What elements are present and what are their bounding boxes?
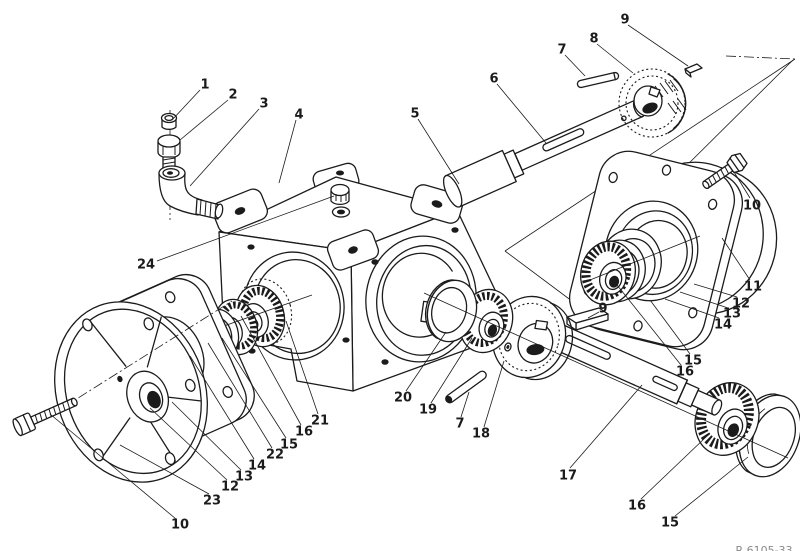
callout-label-11-10: 11 [744, 280, 762, 295]
callout-label-16-26: 16 [295, 425, 313, 440]
callout-label-9-16: 9 [598, 302, 607, 317]
bearing-cage-assembly [568, 150, 778, 351]
callout-label-3-2: 3 [259, 97, 268, 112]
callout-label-14-13: 14 [714, 318, 732, 333]
cover-flange [54, 301, 208, 483]
callout-label-8-7: 8 [589, 32, 598, 47]
callout-leader-16-23 [640, 436, 707, 500]
hub-keyway-slot [648, 86, 661, 98]
callout-label-10-33: 10 [171, 518, 189, 533]
callout-leader-16-26 [240, 315, 302, 426]
callout-label-24-17: 24 [137, 258, 155, 273]
callout-label-12-11: 12 [732, 297, 750, 312]
input-shaft [442, 99, 646, 208]
callout-leader-14-13 [664, 298, 720, 319]
callout-label-2-1: 2 [228, 88, 237, 103]
callout-leader-12-31 [149, 407, 228, 481]
callout-label-13-30: 13 [235, 470, 253, 485]
callout-label-1-0: 1 [200, 78, 209, 93]
callout-leader-22-28 [207, 342, 273, 449]
callout-leader-11-10 [721, 237, 751, 281]
callout-leader-19-19 [430, 337, 473, 404]
callout-label-5-4: 5 [410, 107, 419, 122]
callout-leader-21-25 [285, 320, 319, 415]
callout-label-23-32: 23 [203, 494, 221, 509]
elbow-fitting [158, 165, 224, 220]
callout-leader-20-18 [405, 331, 447, 392]
output-shaft-keyway [565, 334, 611, 360]
callout-leader-18-21 [483, 360, 505, 428]
callout-leader-17-22 [569, 384, 643, 469]
grease-fitting-cap [160, 112, 178, 130]
square-key-output [566, 307, 609, 331]
callout-leader-10-9 [733, 171, 751, 199]
bolt-head [726, 152, 748, 174]
callout-label-7-20: 7 [455, 417, 464, 432]
callout-label-7-6: 7 [557, 43, 566, 58]
elbow-thread [195, 198, 221, 220]
callout-leader-5-4 [417, 118, 460, 185]
splined-hub [618, 68, 687, 138]
input-shaft-keyway [542, 128, 585, 152]
housing-mount-tab-front [326, 229, 380, 271]
roll-pin-bottom [445, 370, 487, 404]
callout-leader-9-16 [587, 311, 600, 319]
callout-label-15-24: 15 [661, 516, 679, 531]
callout-label-12-31: 12 [221, 480, 239, 495]
callout-label-14-29: 14 [248, 459, 266, 474]
square-key-top [684, 63, 703, 78]
callout-leader-13-12 [679, 291, 729, 309]
callout-leader-2-1 [179, 99, 229, 141]
callout-leader-12-11 [693, 283, 738, 298]
callout-leader-8-7 [596, 43, 634, 74]
callout-leader-6-5 [496, 83, 547, 144]
callout-leader-15-14 [649, 299, 691, 355]
callout-label-18-21: 18 [472, 427, 490, 442]
callout-label-4-3: 4 [294, 108, 303, 123]
roll-pin-top [576, 71, 620, 89]
left-cover-group [12, 274, 313, 483]
callout-leader-15-27 [221, 337, 287, 439]
hex-bolt-right [702, 152, 748, 190]
vent-plug [330, 183, 351, 218]
callout-label-17-22: 17 [559, 469, 577, 484]
callout-label-22-28: 22 [266, 448, 284, 463]
callout-label-9-8: 9 [620, 13, 629, 28]
housing-mount-tab-left [211, 188, 269, 234]
callout-leader-14-29 [189, 355, 255, 460]
bearing-race-inner [424, 279, 478, 343]
callout-leader-1-0 [171, 89, 201, 121]
callout-leader-3-2 [189, 108, 260, 187]
callout-leader-10-33 [49, 413, 177, 520]
figure-code: R 6105-33 [735, 544, 792, 551]
callout-label-13-12: 13 [723, 307, 741, 322]
callout-label-10-9: 10 [743, 199, 761, 214]
callout-label-19-19: 19 [419, 403, 437, 418]
callout-leader-7-20 [460, 391, 470, 418]
callout-leader-16-15 [616, 284, 682, 366]
callout-leader-15-24 [674, 456, 749, 517]
callout-leader-23-32 [119, 444, 210, 495]
callout-leader-7-6 [564, 54, 586, 77]
callout-label-6-5: 6 [489, 72, 498, 87]
callout-label-21-25: 21 [311, 414, 329, 429]
callout-label-16-15: 16 [676, 365, 694, 380]
callout-leader-9-8 [627, 24, 689, 67]
callout-leader-4-3 [278, 119, 297, 184]
callout-leader-13-30 [171, 401, 242, 471]
output-shaft-group [423, 279, 800, 478]
callout-label-20-18: 20 [394, 391, 412, 406]
hex-bolt-left [12, 397, 78, 437]
callout-leader-24-17 [156, 195, 335, 262]
callout-label-15-14: 15 [684, 354, 702, 369]
hub-bore-keyway [534, 319, 549, 331]
callout-label-15-27: 15 [280, 438, 298, 453]
callout-label-16-23: 16 [628, 499, 646, 514]
